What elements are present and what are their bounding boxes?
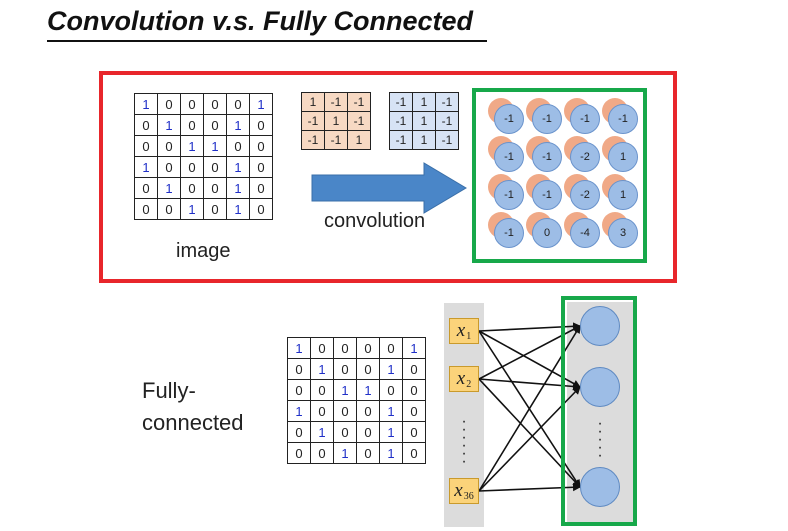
output-neuron-2 (580, 367, 620, 407)
feature-map-cell: -2 (564, 174, 600, 210)
filter2-output-circle: -1 (532, 180, 562, 210)
feature-map-cell: -1 (602, 98, 638, 134)
filter2-output-circle: 0 (532, 218, 562, 248)
filter2-output-circle: 3 (608, 218, 638, 248)
filter2-output-circle: -1 (608, 104, 638, 134)
matrix-cell: 0 (249, 135, 273, 157)
feature-map-cell: -1 (488, 136, 524, 172)
filter2-output-circle: -1 (532, 104, 562, 134)
filter2-output-circle: 1 (608, 180, 638, 210)
title-underline (47, 40, 487, 42)
filter2-output-circle: -2 (570, 180, 600, 210)
feature-map-cell: -2 (564, 136, 600, 172)
feature-map-cell: 1 (602, 136, 638, 172)
output-neuron-1 (580, 306, 620, 346)
filter-row: 1-1-1 (301, 92, 371, 112)
convolution-arrow (311, 162, 467, 214)
convolution-panel-border (99, 71, 677, 283)
feature-map-cell: -4 (564, 212, 600, 248)
feature-map-cell: -1 (526, 98, 562, 134)
feature-map-cell: 1 (602, 174, 638, 210)
fully-connected-label-line1: Fully- (142, 378, 196, 403)
filter2-output-circle: -1 (532, 142, 562, 172)
feature-map-cell: -1 (488, 212, 524, 248)
filter-cell: -1 (435, 130, 459, 150)
input-ellipsis: ······ (461, 413, 467, 470)
matrix-cell: 0 (402, 442, 426, 464)
filter-cell: 1 (347, 130, 371, 150)
filter-cell: -1 (389, 130, 413, 150)
feature-map-cell: -1 (488, 98, 524, 134)
output-neuron-3 (580, 467, 620, 507)
filter2-output-circle: -1 (494, 104, 524, 134)
filter2-output-circle: -4 (570, 218, 600, 248)
convolution-label: convolution (324, 210, 426, 232)
filter-cell: -1 (301, 130, 325, 150)
feature-map-cell: -1 (526, 136, 562, 172)
page-title: Convolution v.s. Fully Connected (47, 6, 474, 36)
image-label: image (176, 240, 231, 262)
filter2-output-circle: -1 (494, 180, 524, 210)
output-ellipsis: ····· (597, 415, 603, 464)
feature-map-cell: -1 (526, 174, 562, 210)
filter2-output-circle: -2 (570, 142, 600, 172)
feature-map-cell: 0 (526, 212, 562, 248)
filter2-output-circle: 1 (608, 142, 638, 172)
output-layer-border (561, 296, 637, 526)
feature-map-cell: -1 (488, 174, 524, 210)
matrix-cell: 0 (249, 198, 273, 220)
feature-map-cell: -1 (564, 98, 600, 134)
feature-map-cell: 3 (602, 212, 638, 248)
matrix-cell: 1 (249, 93, 273, 115)
filter2-output-circle: -1 (494, 142, 524, 172)
fully-connected-label-line2: connected (142, 410, 244, 435)
filter2-output-circle: -1 (570, 104, 600, 134)
filter2-output-circle: -1 (494, 218, 524, 248)
feature-map-border (472, 88, 647, 263)
